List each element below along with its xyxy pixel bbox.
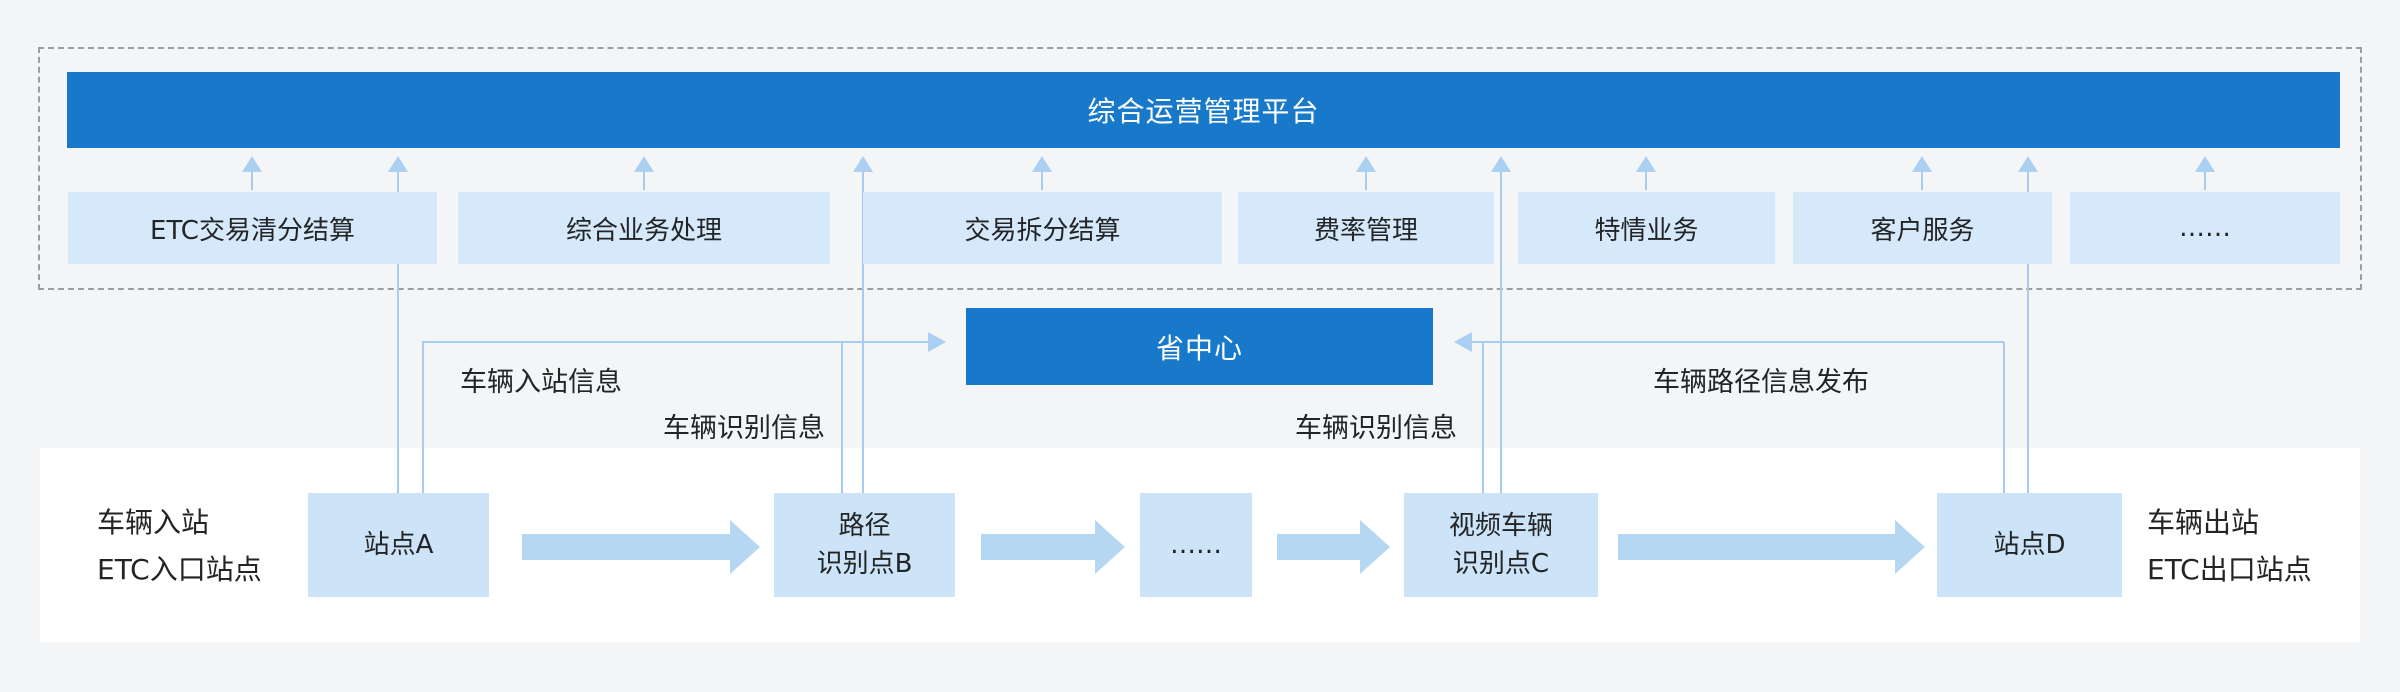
node-video-point-c: 视频车辆 识别点C [1404,493,1598,597]
module-up-arrow-icon [2195,156,2215,172]
module-up-arrow-icon [242,156,262,172]
uplink-line-station-d [2027,170,2029,493]
module-label: 客户服务 [1870,215,1975,246]
label-entry-info: 车辆入站信息 [460,367,622,398]
module-up-arrow-icon [1636,156,1656,172]
node-label: 识别点C [1452,549,1550,579]
module-up-arrow-tail [643,170,645,190]
provincial-center-box: 省中心 [966,308,1433,385]
node-station-a: 站点A [308,493,489,597]
merge-line-point-c [1482,342,1484,493]
module-label: ETC交易清分结算 [150,215,355,246]
module-up-arrow-tail [251,170,253,190]
node-label: 路径 [838,511,891,541]
uplink-line-station-a [397,170,399,493]
uplink-line-point-c [1500,170,1502,493]
module-transaction-split: 交易拆分结算 [863,192,1222,264]
node-label: 站点A [363,530,434,560]
node-label: 视频车辆 [1448,511,1553,541]
module-etc-clearing: ETC交易清分结算 [68,192,437,264]
merge-line-point-b [841,342,843,493]
node-station-d: 站点D [1937,493,2122,597]
uplink-arrowhead-icon [2018,156,2038,172]
provincial-center-label: 省中心 [1155,331,1243,365]
branch-line-station-a [422,342,424,493]
module-up-arrow-tail [1645,170,1647,190]
module-more: …… [2070,192,2340,264]
module-label: 费率管理 [1313,215,1418,246]
node-ellipsis: …… [1140,493,1252,597]
entry-caption: 车辆入站 ETC入口站点 [97,499,262,593]
flow-arrow-body [1277,534,1360,560]
uplink-arrowhead-icon [853,156,873,172]
module-special-business: 特情业务 [1518,192,1775,264]
module-up-arrow-icon [1912,156,1932,172]
module-customer-service: 客户服务 [1793,192,2052,264]
module-label: 特情业务 [1594,215,1699,246]
label-recognition-right: 车辆识别信息 [1295,413,1457,444]
module-up-arrow-tail [1365,170,1367,190]
module-label: 交易拆分结算 [964,215,1121,246]
module-label: 综合业务处理 [565,215,722,246]
label-recognition-left: 车辆识别信息 [663,413,825,444]
uplink-arrowhead-icon [388,156,408,172]
node-label: 识别点B [816,549,913,579]
node-path-point-b: 路径 识别点B [774,493,955,597]
node-label: 站点D [1993,530,2066,560]
label-route-publish: 车辆路径信息发布 [1653,367,1869,398]
exit-caption-line1: 车辆出站 [2147,506,2260,539]
flow-arrow-body [522,534,730,560]
entry-caption-line2: ETC入口站点 [97,553,262,586]
branch-line-right-horizontal [1472,341,2004,343]
platform-title: 综合运营管理平台 [1087,95,1320,128]
node-label: …… [1170,530,1222,560]
flow-arrow-icon [1095,520,1125,574]
module-up-arrow-tail [1921,170,1923,190]
exit-caption-line2: ETC出口站点 [2147,553,2312,586]
into-center-arrowhead-icon [1454,332,1472,352]
entry-caption-line1: 车辆入站 [97,506,210,539]
module-up-arrow-icon [634,156,654,172]
platform-dashed-frame [38,47,2362,290]
flow-arrow-icon [1360,520,1390,574]
flow-arrow-body [981,534,1095,560]
into-center-arrowhead-icon [928,332,946,352]
uplink-arrowhead-icon [1491,156,1511,172]
module-up-arrow-tail [2204,170,2206,190]
module-comprehensive-business: 综合业务处理 [458,192,830,264]
module-up-arrow-tail [1041,170,1043,190]
module-label: …… [2179,213,2231,243]
exit-caption: 车辆出站 ETC出口站点 [2147,499,2312,593]
module-up-arrow-icon [1356,156,1376,172]
platform-banner: 综合运营管理平台 [67,72,2340,148]
flow-arrow-icon [1895,520,1925,574]
branch-line-left-horizontal [422,341,928,343]
flow-arrow-body [1618,534,1895,560]
module-up-arrow-icon [1032,156,1052,172]
module-rate-management: 费率管理 [1238,192,1494,264]
branch-line-station-d [2003,342,2005,493]
uplink-line-point-b [862,170,864,493]
flow-arrow-icon [730,520,760,574]
